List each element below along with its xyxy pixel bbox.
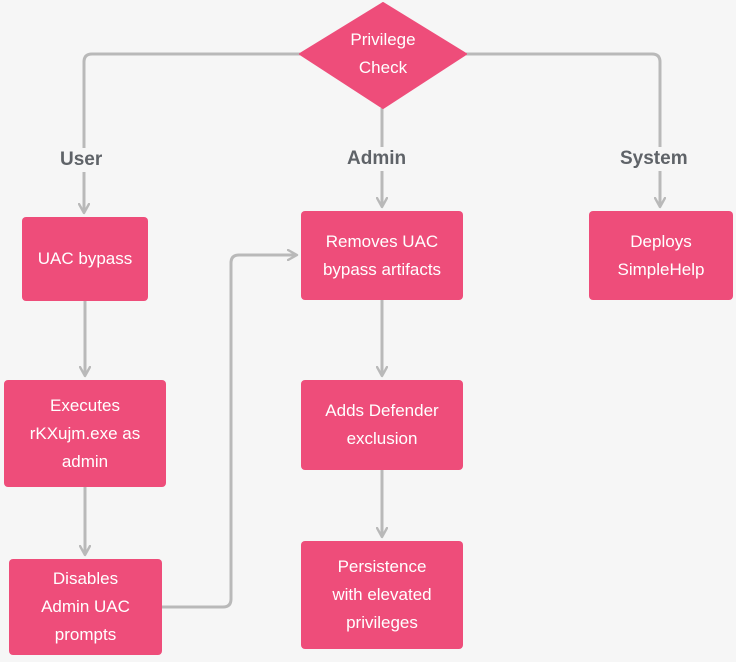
node-removes-uac: Removes UAC bypass artifacts xyxy=(301,211,463,300)
branch-label-admin: Admin xyxy=(343,147,411,171)
node-disables: Disables Admin UAC prompts xyxy=(9,559,162,655)
branch-label-user: User xyxy=(56,148,107,172)
node-uac-bypass: UAC bypass xyxy=(22,217,148,301)
decision-diamond xyxy=(299,2,467,109)
node-persistence: Persistence with elevated privileges xyxy=(301,541,463,649)
node-defender-exclusion: Adds Defender exclusion xyxy=(301,380,463,470)
node-executes: Executes rKXujm.exe as admin xyxy=(4,380,166,487)
connector-decision-system xyxy=(466,52,660,206)
branch-label-system: System xyxy=(616,147,692,171)
connector-decision-user xyxy=(84,52,300,212)
connector-disables-removes xyxy=(162,255,296,609)
node-deploys-simplehelp: Deploys SimpleHelp xyxy=(589,211,733,300)
decision-label: Privilege Check xyxy=(350,30,416,77)
